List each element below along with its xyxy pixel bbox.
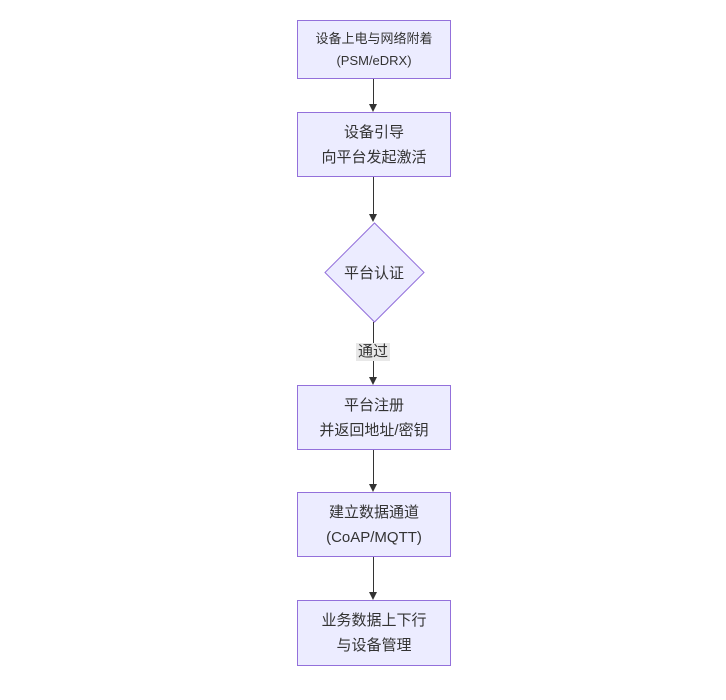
node-label-line: 并返回地址/密钥	[319, 421, 429, 439]
node-label-line: 平台注册	[343, 396, 404, 414]
flow-node-platform-register: 平台注册 并返回地址/密钥	[297, 385, 451, 450]
arrow-down-icon	[369, 214, 377, 222]
arrow-down-icon	[369, 484, 377, 492]
node-label-line: 与设备管理	[336, 637, 412, 654]
arrow-down-icon	[369, 592, 377, 600]
edge-line-5	[373, 557, 374, 593]
node-label-line: 平台认证	[343, 264, 404, 282]
arrow-down-icon	[369, 377, 377, 385]
flow-node-business-data: 业务数据上下行 与设备管理	[297, 600, 451, 666]
node-label-line: 建立数据通道	[328, 503, 419, 521]
flow-node-power-on-network-attach: 设备上电与网络附着 (PSM/eDRX)	[297, 20, 451, 79]
node-label-line: 向平台发起激活	[321, 148, 427, 166]
node-label-line: 业务数据上下行	[321, 612, 427, 629]
node-label-line: (PSM/eDRX)	[336, 52, 412, 68]
flow-node-platform-auth: 平台认证	[323, 221, 425, 323]
node-label-line: 设备引导	[343, 123, 404, 141]
flow-node-device-bootstrap: 设备引导 向平台发起激活	[297, 112, 451, 177]
node-label-line: 设备上电与网络附着	[315, 30, 433, 46]
arrow-down-icon	[369, 104, 377, 112]
node-label-line: (CoAP/MQTT)	[326, 528, 422, 546]
edge-label-pass: 通过	[355, 343, 391, 361]
edge-line-1	[373, 79, 374, 105]
edge-line-4	[373, 450, 374, 485]
flow-node-data-channel: 建立数据通道 (CoAP/MQTT)	[297, 492, 451, 557]
edge-line-2	[373, 177, 374, 215]
